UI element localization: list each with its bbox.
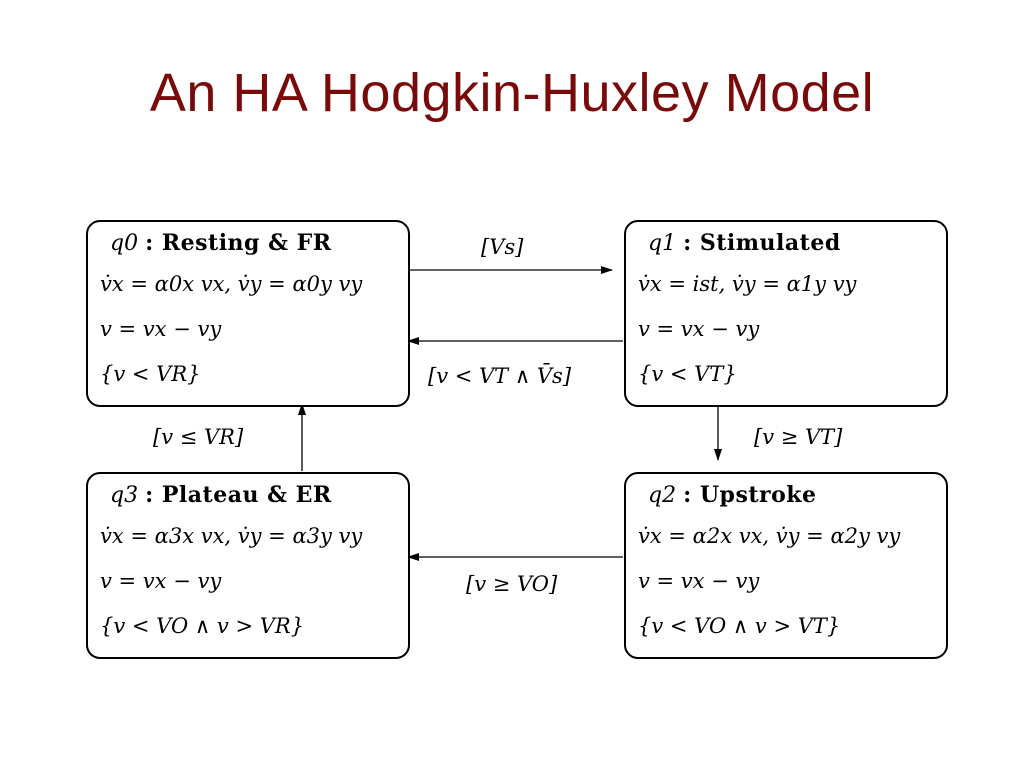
state-q0-invariant: {v < VR} bbox=[100, 362, 201, 386]
state-q3-invariant: {v < VO ∧ v > VR} bbox=[100, 614, 305, 638]
state-q0-name: : Resting & FR bbox=[145, 230, 332, 256]
state-q3-output: v = vx − vy bbox=[100, 569, 222, 593]
state-q0-flow: v̇x = α0x vx, v̇y = α0y vy bbox=[100, 272, 363, 296]
state-q1-header: q1 : Stimulated bbox=[648, 230, 841, 256]
state-q1-flow: v̇x = ist, v̇y = α1y vy bbox=[638, 272, 857, 296]
transition-label-q3-to-q0: [v ≤ VR] bbox=[153, 425, 244, 449]
state-q2-name: : Upstroke bbox=[683, 482, 817, 508]
state-q2-header: q2 : Upstroke bbox=[648, 482, 817, 508]
state-q3-name: : Plateau & ER bbox=[145, 482, 332, 508]
state-q3-flow: v̇x = α3x vx, v̇y = α3y vy bbox=[100, 524, 363, 548]
state-q0-id: q0 bbox=[110, 231, 139, 256]
state-q0-output: v = vx − vy bbox=[100, 317, 222, 341]
state-q1-id: q1 bbox=[648, 231, 677, 256]
state-q1-name: : Stimulated bbox=[683, 230, 841, 256]
state-q2-flow: v̇x = α2x vx, v̇y = α2y vy bbox=[638, 524, 901, 548]
state-q3-header: q3 : Plateau & ER bbox=[110, 482, 332, 508]
state-q2-invariant: {v < VO ∧ v > VT} bbox=[638, 614, 841, 638]
state-q3-id: q3 bbox=[110, 483, 139, 508]
state-q2-output: v = vx − vy bbox=[638, 569, 760, 593]
transition-label-q0-to-q1: [Vs] bbox=[481, 235, 524, 259]
state-q2-upstroke: q2 : Upstroke v̇x = α2x vx, v̇y = α2y vy… bbox=[624, 472, 948, 659]
slide-title: An HA Hodgkin-Huxley Model bbox=[149, 63, 875, 123]
state-q2-id: q2 bbox=[648, 483, 677, 508]
state-q3-plateau: q3 : Plateau & ER v̇x = α3x vx, v̇y = α3… bbox=[86, 472, 410, 659]
transition-label-q1-to-q0: [v < VT ∧ V̄s] bbox=[428, 364, 572, 388]
transition-label-q2-to-q3: [v ≥ VO] bbox=[466, 572, 558, 596]
state-q1-output: v = vx − vy bbox=[638, 317, 760, 341]
state-q1-stimulated: q1 : Stimulated v̇x = ist, v̇y = α1y vy … bbox=[624, 220, 948, 407]
transition-label-q1-to-q2: [v ≥ VT] bbox=[754, 425, 843, 449]
state-q0-header: q0 : Resting & FR bbox=[110, 230, 332, 256]
state-q1-invariant: {v < VT} bbox=[638, 362, 737, 386]
state-q0-resting: q0 : Resting & FR v̇x = α0x vx, v̇y = α0… bbox=[86, 220, 410, 407]
